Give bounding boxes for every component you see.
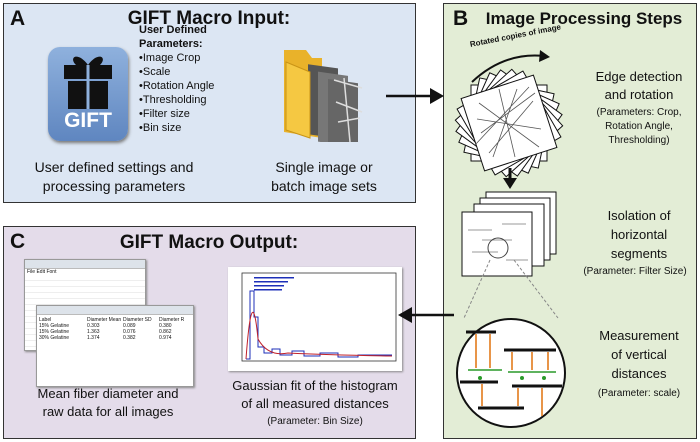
window-titlebar [25,260,145,269]
table-cell: 0.862 [159,329,172,335]
table-cell: Diameter SD [123,317,152,323]
table-cell: Label [39,317,52,323]
gift-logo: GIFT [48,47,128,141]
panel-c-caption-left: Mean fiber diameter and raw data for all… [18,385,198,421]
step3-params: (Parameter: scale) [597,388,681,399]
menu-font: Font [46,269,57,275]
caption-line: Single image or [275,159,373,175]
histogram-thumbnail [228,267,402,371]
parameter-list: User Defined Parameters: •Image Crop •Sc… [139,23,219,135]
step-title-line: Isolation of [607,208,671,223]
panel-b-letter: B [453,7,469,30]
step1-params: (Parameters: Crop, Rotation Angle, Thres… [584,106,694,148]
arrow-b-to-c [398,307,454,323]
arrow-a-to-b [386,88,444,104]
step2-params: (Parameter: Filter Size) [583,266,687,277]
table-cell: 0.382 [123,335,136,341]
results-window: Label Diameter Mean Diameter SD Diameter… [36,305,194,387]
caption-param: (Parameter: Bin Size) [267,416,363,427]
panel-a-letter: A [10,7,26,30]
caption-line: of all measured distances [241,396,389,411]
panel-c-output: C GIFT Macro Output: File Edit Font Labe… [3,226,416,439]
panel-b-title: Image Processing Steps [485,9,683,28]
panel-c-letter: C [10,230,26,253]
param-item: •Thresholding [139,94,207,106]
caption-line: Mean fiber diameter and [37,386,179,401]
table-cell: 15% Gelatine [39,323,70,329]
param-item: •Rotation Angle [139,80,215,92]
results-table: Label Diameter Mean Diameter SD Diameter… [37,315,193,343]
table-cell: Diameter R [159,317,185,323]
table-cell: 15% Gelatine [39,329,70,335]
zoom-lines [463,259,559,319]
table-cell: 0.076 [123,329,136,335]
step-param-line: Rotation Angle, [605,121,673,132]
gift-logo-text: GIFT [64,109,112,132]
caption-line: batch image sets [271,178,377,194]
table-cell: 1.363 [87,329,100,335]
vertical-distance-graphic [456,318,566,428]
step1-title: Edge detection and rotation [584,68,694,104]
param-item: •Scale [139,66,171,78]
table-cell: 30% Gelatine [39,335,70,341]
down-arrow-icon [503,168,517,189]
caption-line: User defined settings and [34,159,194,175]
step2-title: Isolation of horizontal segments [584,206,694,263]
caption-line: processing parameters [42,178,186,194]
step-title-line: and rotation [604,87,674,102]
menu-file: File [27,269,36,275]
table-cell: 0.303 [87,323,100,329]
panel-c-caption-right: Gaussian fit of the histogram of all mea… [216,377,414,431]
params-header: User Defined Parameters: [139,24,207,50]
step-param-line: (Parameters: Crop, [596,107,682,118]
step-title-line: distances [611,366,667,381]
panel-a-caption-right: Single image or batch image sets [249,158,399,196]
window-titlebar [37,306,193,315]
panel-c-title: GIFT Macro Output: [119,232,299,253]
param-item: •Image Crop [139,52,201,64]
table-cell: 0.089 [123,323,136,329]
horizontal-segments-graphic [461,191,557,277]
panel-a-title: GIFT Macro Input: [127,8,291,29]
step-param-line: Thresholding) [608,135,670,146]
param-item: •Filter size [139,108,190,120]
rotated-images-graphic [454,50,564,178]
caption-line: raw data for all images [42,404,174,419]
step-title-line: of vertical [611,347,667,362]
step-title-line: horizontal [610,227,668,242]
step3-title: Measurement of vertical distances [584,326,694,383]
folder-icon [284,50,363,142]
menu-edit: Edit [36,269,46,275]
step-title-line: Measurement [599,328,679,343]
panel-a-caption-left: User defined settings and processing par… [24,158,204,196]
gift-box-icon [64,56,112,109]
panel-a-input: A GIFT Macro Input: GIFT User Defined Pa… [3,3,416,203]
table-cell: 0.974 [159,335,172,341]
step-title-line: segments [610,246,668,261]
table-cell: Diameter Mean [87,317,122,323]
table-cell: 1.374 [87,335,100,341]
caption-line: Gaussian fit of the histogram [232,378,398,393]
step-title-line: Edge detection [595,69,683,84]
panel-b-processing: B Image Processing Steps Rotated copies … [443,3,697,439]
table-cell: 0.380 [159,323,172,329]
param-item: •Bin size [139,122,182,134]
window-menu: File Edit Font [25,269,145,275]
